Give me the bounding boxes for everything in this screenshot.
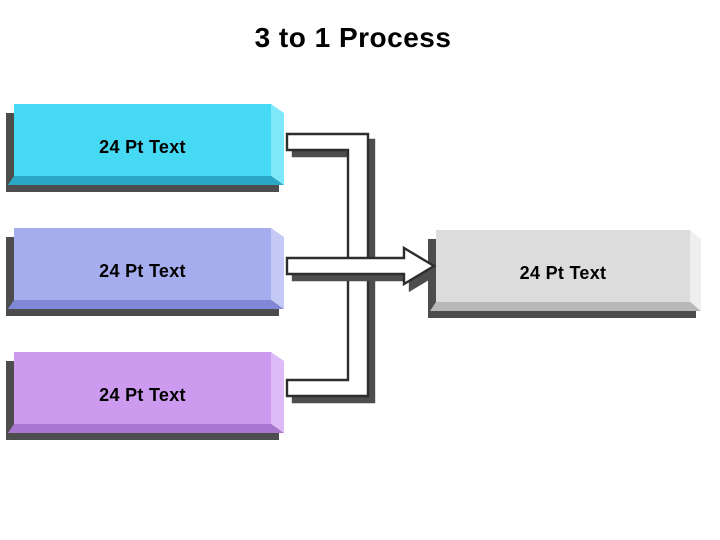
source-box-1-label[interactable]: 24 Pt Text (99, 136, 186, 157)
source-box-2-label[interactable]: 24 Pt Text (99, 260, 186, 281)
source-box-3-label[interactable]: 24 Pt Text (99, 384, 186, 405)
merge-arrow[interactable] (285, 245, 437, 287)
source-box-1-face[interactable] (14, 104, 271, 176)
target-box-face[interactable] (436, 230, 690, 302)
source-box-2[interactable] (6, 228, 284, 316)
source-box-2-right-bevel (271, 228, 284, 309)
target-box-bottom-bevel (430, 302, 701, 311)
source-box-3-face[interactable] (14, 352, 271, 424)
source-box-1-bottom-bevel (8, 176, 284, 185)
slide-title: 3 to 1 Process (254, 22, 452, 53)
source-box-3-right-bevel (271, 352, 284, 433)
source-box-2-face[interactable] (14, 228, 271, 300)
target-box[interactable] (428, 230, 701, 318)
source-box-1-right-bevel (271, 104, 284, 185)
source-box-3[interactable] (6, 352, 284, 440)
source-box-1[interactable] (6, 104, 284, 192)
target-box-label[interactable]: 24 Pt Text (519, 262, 607, 283)
target-box-right-bevel (690, 230, 701, 311)
source-box-3-bottom-bevel (8, 424, 284, 433)
source-box-2-bottom-bevel (8, 300, 284, 309)
